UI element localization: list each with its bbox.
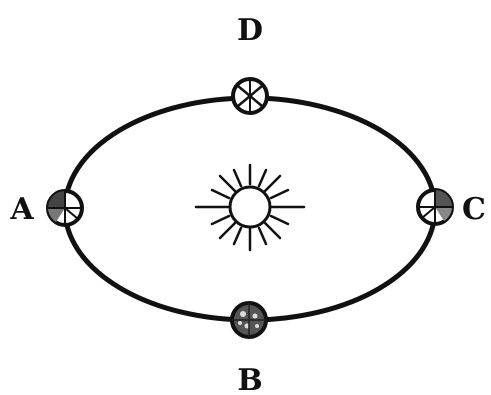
sun-icon bbox=[196, 165, 304, 250]
earth-icon-c bbox=[418, 190, 452, 224]
label-c: C bbox=[462, 192, 486, 227]
earth-icon-d bbox=[233, 79, 267, 113]
label-b: B bbox=[237, 363, 262, 395]
label-d: D bbox=[237, 13, 263, 48]
label-a: A bbox=[9, 192, 34, 227]
earth-icon-a bbox=[48, 191, 82, 225]
earth-icon-b bbox=[232, 303, 266, 337]
